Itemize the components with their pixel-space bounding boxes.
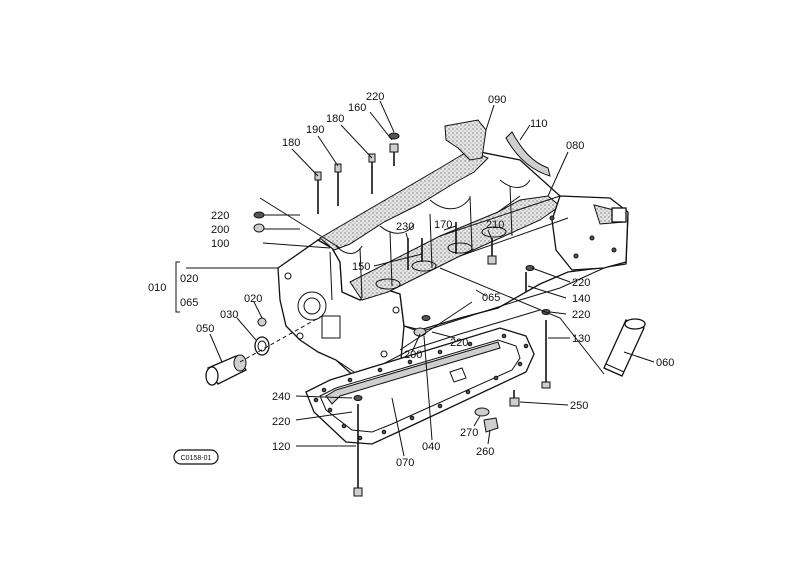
- callout-240: 240: [272, 391, 290, 403]
- side-hole-2: [589, 235, 595, 241]
- seal-axis: [239, 315, 323, 363]
- callout-200-center: 200: [404, 349, 422, 361]
- oil-pan-inner: [319, 339, 521, 433]
- oil-pan-outer: [305, 327, 535, 445]
- callout-080: 080: [566, 140, 584, 152]
- callout-040: 040: [422, 441, 440, 453]
- callout-140: 140: [572, 293, 590, 305]
- front-bore: [297, 291, 327, 321]
- callout-180-mid: 180: [326, 113, 344, 125]
- oil-pan-lip: [325, 341, 501, 405]
- callout-030: 030: [220, 309, 238, 321]
- washer-220-lower: [421, 315, 431, 321]
- side-hole-4: [573, 253, 579, 259]
- callout-210: 210: [486, 219, 504, 231]
- bolt-250: [509, 397, 520, 407]
- gasket-270: [474, 407, 490, 417]
- callout-010: 010: [148, 282, 166, 294]
- oil-pan-gasket: [305, 327, 535, 445]
- tube-060: [603, 319, 645, 377]
- drawing-stamp: C0158-01: [173, 449, 219, 465]
- callout-220-left: 220: [211, 210, 229, 222]
- callout-070: 070: [396, 457, 414, 469]
- callout-130: 130: [572, 333, 590, 345]
- callout-220-lower: 220: [272, 416, 290, 428]
- crankcase-web: [329, 185, 513, 301]
- callout-labels: 220 160 180 190 180 090 110 080 220 200 …: [148, 91, 674, 469]
- callout-110: 110: [530, 118, 548, 130]
- washer-220-left: [253, 211, 265, 219]
- top-bore-2: [411, 260, 437, 272]
- callout-230: 230: [396, 221, 414, 233]
- front-bore-inner: [303, 297, 321, 315]
- callout-180-left: 180: [282, 137, 300, 149]
- rear-boss: [611, 207, 627, 223]
- top-bore-3: [447, 242, 473, 254]
- side-rail: [439, 195, 569, 257]
- callout-190: 190: [306, 124, 324, 136]
- callout-150: 150: [352, 261, 370, 273]
- washer-240: [353, 395, 363, 401]
- side-hole-1: [549, 215, 555, 221]
- callout-090: 090: [488, 94, 506, 106]
- rear-flange: [551, 195, 629, 271]
- bearing-cap-110: [505, 131, 551, 177]
- crankcase-bay-4: [499, 179, 531, 188]
- callout-020-group: 020: [180, 273, 198, 285]
- plug-200-lower: [413, 327, 427, 337]
- callout-220-top: 220: [366, 91, 384, 103]
- callout-260: 260: [476, 446, 494, 458]
- seal-030: [254, 336, 270, 356]
- front-hole-4: [392, 306, 400, 314]
- top-bracket: [444, 119, 487, 161]
- callout-065-group: 065: [180, 297, 198, 309]
- gasket-bolt-holes: [313, 333, 529, 441]
- crankcase-bay-1: [379, 223, 415, 234]
- front-hole-1: [284, 272, 292, 280]
- top-bore-1: [375, 278, 401, 290]
- callout-220-right-lower: 220: [572, 309, 590, 321]
- washer-220-right: [525, 265, 535, 271]
- side-hole-3: [611, 247, 617, 253]
- crankcase: [277, 119, 629, 387]
- callout-020: 020: [244, 293, 262, 305]
- callout-065: 065: [482, 292, 500, 304]
- drain-plug-260: [483, 417, 499, 433]
- crankcase-bay-2: [429, 197, 471, 210]
- crankcase-bay-3: [335, 245, 363, 254]
- callout-200-left: 200: [211, 224, 229, 236]
- oil-pan-drain: [449, 367, 467, 383]
- callout-220-center: 220: [450, 337, 468, 349]
- nut-200-left: [253, 223, 265, 233]
- top-bore-4: [481, 226, 507, 238]
- callout-270: 270: [460, 427, 478, 439]
- callout-160: 160: [348, 102, 366, 114]
- plug-020: [257, 317, 267, 327]
- callout-170: 170: [434, 219, 452, 231]
- callout-250: 250: [570, 400, 588, 412]
- dipstick-tube: [603, 318, 646, 377]
- group-bracket: [175, 261, 180, 313]
- callout-100: 100: [211, 238, 229, 250]
- leader-lines: [175, 100, 655, 457]
- front-seal-parts: [205, 315, 323, 386]
- callout-060: 060: [656, 357, 674, 369]
- callout-050: 050: [196, 323, 214, 335]
- front-hole-3: [380, 350, 388, 358]
- crankcase-top-deck: [319, 149, 489, 251]
- front-hole-2: [296, 332, 304, 340]
- front-port: [321, 315, 341, 339]
- callout-120: 120: [272, 441, 290, 453]
- callout-220-right: 220: [572, 277, 590, 289]
- stamp-text: C0158-01: [181, 455, 212, 462]
